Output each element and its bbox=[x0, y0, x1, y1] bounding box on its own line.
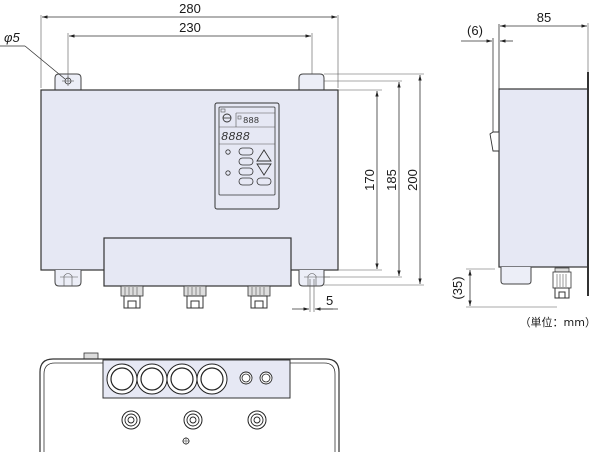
connector bbox=[120, 285, 144, 309]
side-view: 85 (6) (35) （単位：mm） bbox=[450, 10, 596, 329]
large-port bbox=[166, 363, 198, 395]
bottom-connector bbox=[121, 410, 141, 430]
side-switch bbox=[489, 131, 500, 152]
dim-body-height: 170 bbox=[362, 169, 377, 191]
dim-depth: 85 bbox=[537, 10, 551, 25]
panel-button bbox=[238, 157, 254, 166]
up-arrow-icon bbox=[256, 149, 272, 162]
dim-overall-height: 200 bbox=[405, 169, 420, 191]
large-port bbox=[106, 363, 138, 395]
bottom-view bbox=[39, 352, 340, 452]
dim-flange-thickness: (6) bbox=[467, 23, 483, 38]
mount-tab-bottom-left bbox=[54, 270, 82, 287]
control-panel: 888 8888 bbox=[214, 102, 280, 210]
connector bbox=[247, 285, 271, 309]
led-indicator bbox=[225, 149, 231, 155]
bottom-connector bbox=[247, 410, 267, 430]
mount-tab-bottom-right bbox=[298, 270, 325, 287]
dim-hole-pitch-vertical: 185 bbox=[384, 169, 399, 191]
bottom-connector bbox=[183, 410, 203, 430]
small-port bbox=[239, 371, 253, 385]
dim-overall-width: 280 bbox=[179, 1, 201, 16]
dim-slot-width: 5 bbox=[326, 293, 333, 308]
unit-label: （単位：mm） bbox=[520, 315, 596, 329]
connector bbox=[183, 285, 207, 309]
panel-button bbox=[238, 167, 254, 176]
small-segment-display: 888 bbox=[243, 116, 259, 126]
screw-icon bbox=[182, 437, 190, 445]
mount-tab-top-right bbox=[298, 73, 325, 92]
large-port bbox=[196, 363, 228, 395]
segment-display: 8888 bbox=[221, 130, 250, 144]
dim-hole-diameter: φ5 bbox=[4, 30, 20, 45]
dim-hole-pitch-horizontal: 230 bbox=[179, 20, 201, 35]
panel-button bbox=[238, 147, 254, 156]
panel-button bbox=[238, 177, 254, 186]
large-port bbox=[136, 363, 168, 395]
panel-button bbox=[256, 177, 272, 186]
side-body bbox=[498, 88, 589, 268]
terminal-cover bbox=[103, 237, 292, 287]
led-indicator bbox=[225, 170, 231, 176]
small-port bbox=[259, 371, 273, 385]
down-arrow-icon bbox=[256, 163, 272, 176]
dim-connector-projection: (35) bbox=[450, 276, 465, 299]
front-view: 888 8888 280 230 φ5 bbox=[0, 1, 424, 312]
